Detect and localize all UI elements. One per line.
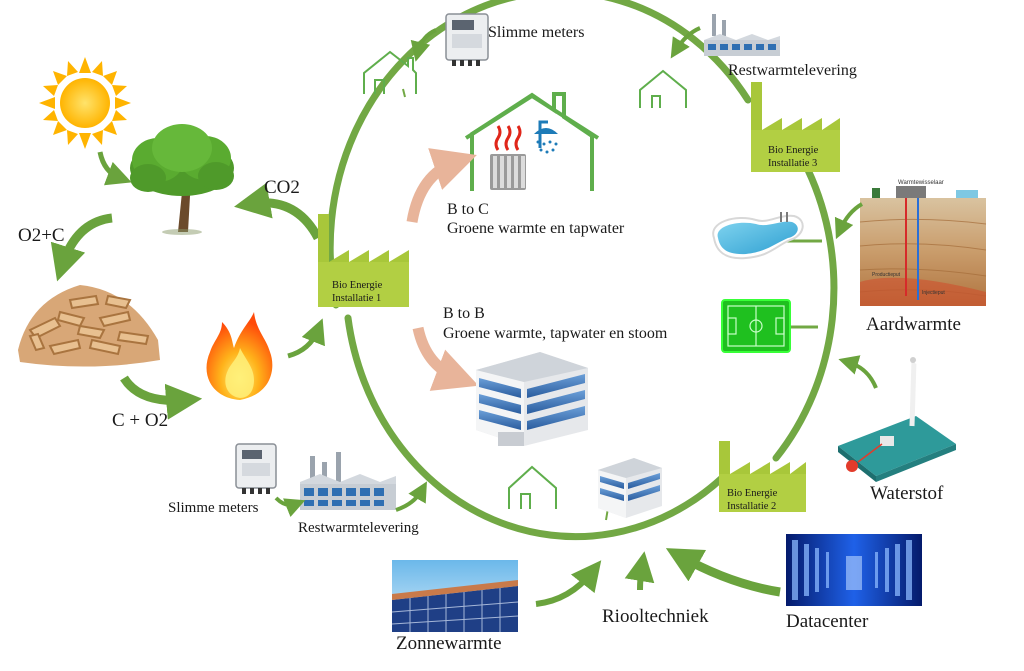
- c-plus-o2-label: C + O2: [112, 410, 168, 431]
- chips-to-flame-arrow: [120, 375, 203, 420]
- factory-icon: [300, 452, 396, 510]
- solar-panel-icon: [391, 560, 519, 632]
- flame-icon: [206, 312, 273, 400]
- geothermal-arrow: [834, 202, 864, 240]
- meter-to-house-arrow: [410, 28, 437, 62]
- installation-1-line1: Bio Energie: [332, 280, 383, 291]
- co2-to-tree-arrow: [234, 182, 322, 241]
- installation-3-line2: Installatie 3: [768, 158, 817, 169]
- slimme-meters-top-label: Slimme meters: [488, 24, 584, 41]
- to-house-arrow: [406, 148, 477, 224]
- house-heating-icon: [464, 92, 600, 191]
- meter-to-factory-arrow: [274, 496, 306, 517]
- house-outline-icon: [508, 465, 557, 509]
- office-building-icon: [476, 352, 588, 446]
- waterstof-label: Waterstof: [870, 483, 944, 504]
- aardwarmte-label: Aardwarmte: [866, 314, 961, 335]
- bio-energy-installation-1: Bio Energie Installatie 1: [318, 214, 409, 307]
- zonnewarmte-arrow: [535, 560, 602, 607]
- tree-to-chips-arrow: [50, 213, 113, 282]
- datacenter-arrow: [665, 548, 781, 597]
- sun-icon: [39, 57, 131, 149]
- slimme-meters-bottom-label: Slimme meters: [168, 500, 259, 516]
- wind-turbine-icon: H₂: [838, 332, 956, 486]
- soccer-field-icon: [721, 299, 791, 353]
- factory-icon: [704, 14, 780, 56]
- installation-2-line2: Installatie 2: [727, 501, 776, 512]
- factory-to-loop-arrow-bottom: [395, 481, 427, 512]
- to-office-arrow: [412, 326, 479, 391]
- riooltechniek-label: Riooltechniek: [602, 606, 709, 627]
- waterstof-arrow: [838, 355, 878, 389]
- datacenter-icon: [786, 534, 922, 606]
- b-to-c-description: Groene warmte en tapwater: [447, 220, 625, 237]
- datacenter-label: Datacenter: [786, 611, 869, 632]
- flame-to-installation1-arrow: [287, 318, 325, 359]
- smart-meter-icon: [235, 443, 277, 494]
- installation-2-line1: Bio Energie: [727, 488, 778, 499]
- wood-chips-icon: [18, 285, 160, 367]
- house-outline-icon: [363, 50, 417, 94]
- bio-energy-installation-2: Bio Energie Installatie 2: [719, 441, 806, 512]
- tree-icon: [130, 124, 234, 235]
- geo-inset-production: Productieput: [872, 272, 901, 278]
- bio-energy-installation-3: Bio Energie Installatie 3: [751, 82, 840, 172]
- house-outline-icon: [639, 69, 687, 108]
- b-to-b-description: Groene warmte, tapwater en stoom: [443, 325, 668, 342]
- geothermal-diagram-icon: Warmtewisselaar Productieput Injectieput: [859, 180, 987, 306]
- b-to-b-title: B to B: [443, 305, 485, 322]
- co2-label: CO2: [264, 177, 300, 198]
- factory-to-loop-arrow-top: [670, 26, 701, 59]
- installation-1-line2: Installatie 1: [332, 293, 381, 304]
- sun-to-tree-arrow: [97, 151, 132, 186]
- pool-icon: [712, 212, 804, 260]
- geo-inset-injection: Injectieput: [922, 290, 945, 296]
- smart-meter-icon: [445, 13, 489, 66]
- small-office-building-icon: [598, 458, 662, 518]
- riooltechniek-arrow: [624, 551, 655, 591]
- zonnewarmte-label: Zonnewarmte: [396, 633, 502, 654]
- geo-inset-title: Warmtewisselaar: [898, 180, 944, 186]
- h2-label: H₂: [846, 480, 853, 486]
- installation-3-line1: Bio Energie: [768, 145, 819, 156]
- restwarmte-top-label: Restwarmtelevering: [728, 62, 857, 79]
- restwarmte-bottom-label: Restwarmtelevering: [298, 520, 419, 536]
- b-to-c-title: B to C: [447, 201, 489, 218]
- o2c-label: O2+C: [18, 225, 65, 246]
